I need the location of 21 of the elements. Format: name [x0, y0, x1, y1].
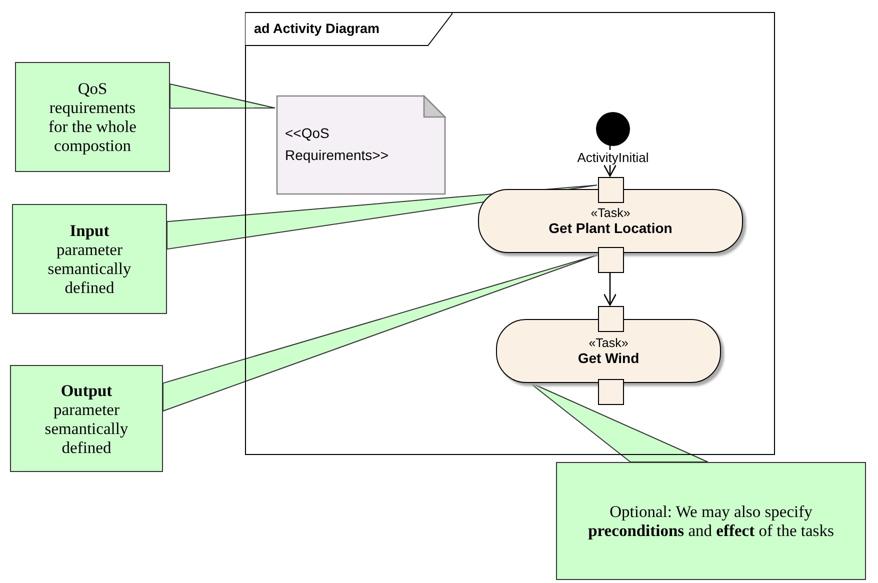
callout-text: Optional: We may also specify preconditions and effect of the tasks: [587, 502, 835, 540]
callout-text: Input parameter semantically defined: [46, 221, 132, 297]
action-box: [496, 319, 721, 383]
callout-text: QoS requirements for the whole compostion: [48, 79, 138, 155]
callout-box: [10, 365, 163, 472]
pin: [598, 306, 624, 332]
diagram-frame: [245, 12, 775, 455]
action-box: [478, 189, 743, 253]
pin: [598, 247, 624, 273]
callout-box: [12, 204, 167, 314]
frame-title: ad Activity Diagram: [254, 21, 380, 36]
action-name: Get Plant Location: [548, 220, 672, 236]
pin: [598, 379, 624, 405]
stereotype: «Task»: [590, 206, 630, 220]
pin: [598, 177, 624, 203]
stereotype: «Task»: [588, 336, 628, 350]
arrow: [603, 272, 617, 306]
callout-text: Output parameter semantically defined: [44, 380, 130, 456]
note-text: <<QoS Requirements>>: [285, 124, 390, 165]
callout-box: [15, 62, 170, 172]
action-name: Get Wind: [578, 350, 640, 366]
